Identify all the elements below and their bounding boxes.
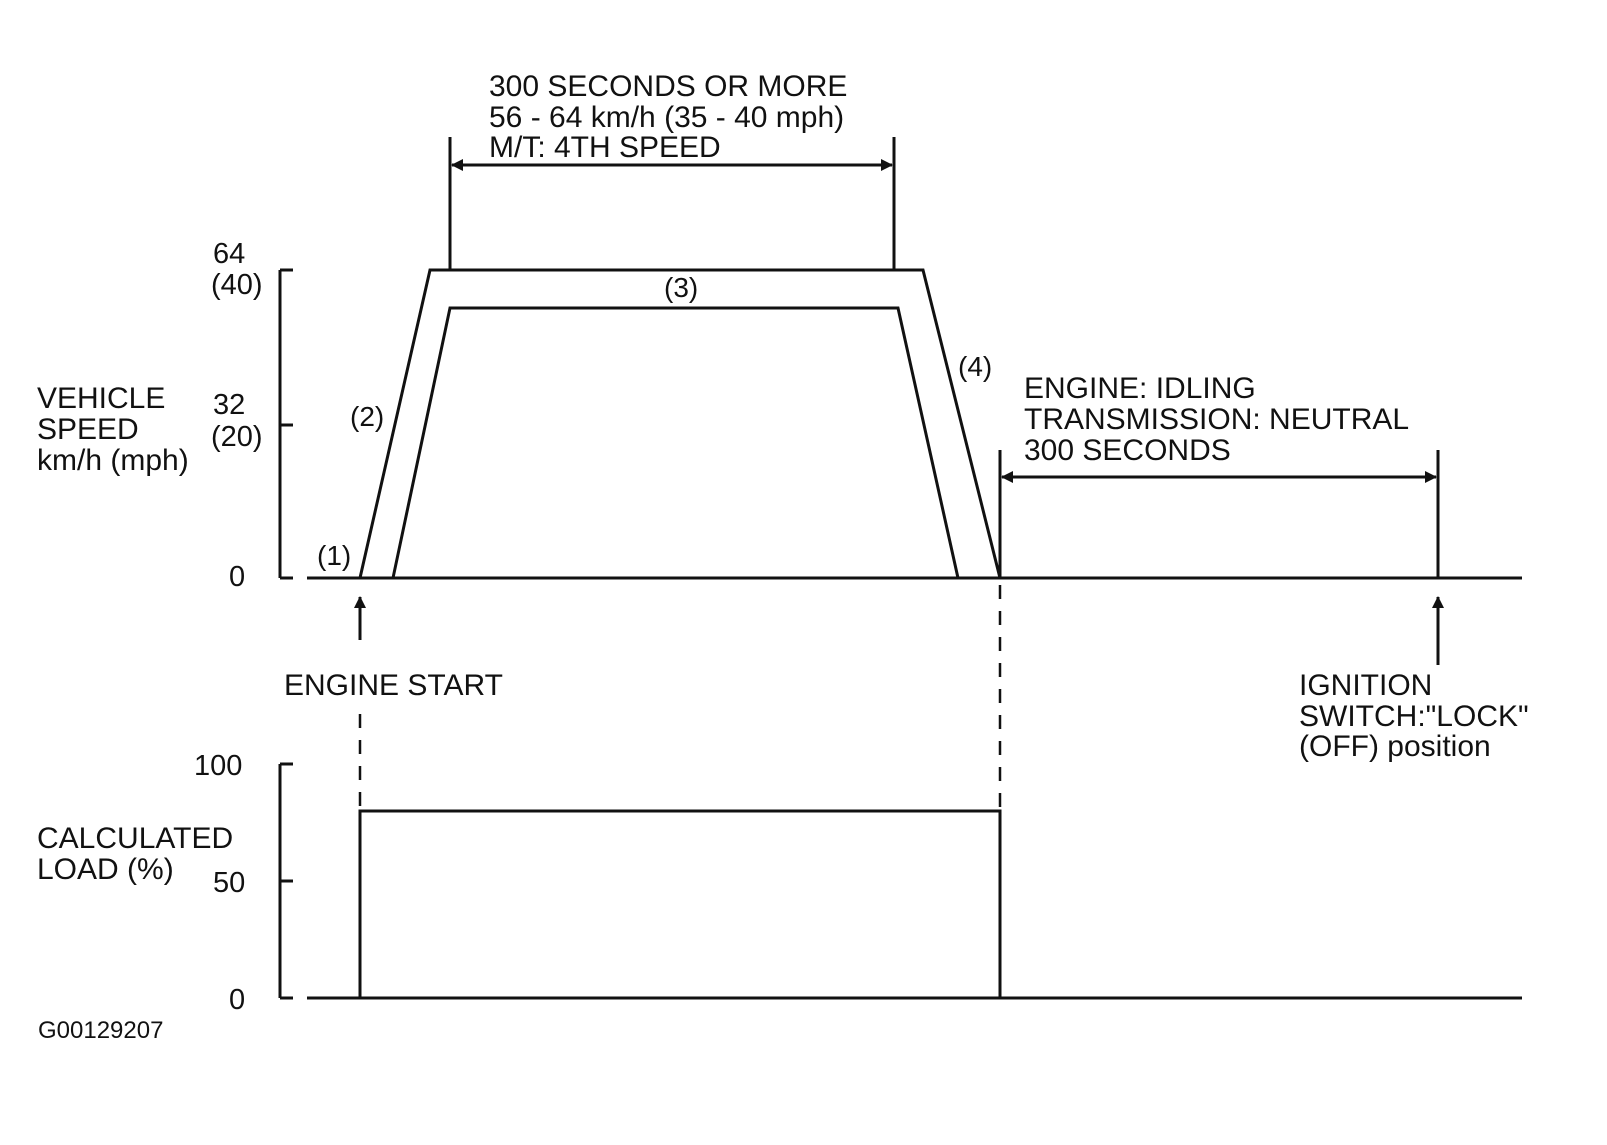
cruise-note-line3: M/T: 4TH SPEED	[489, 131, 721, 164]
segment-label-1: (1)	[317, 540, 351, 571]
cruise-note-line2: 56 - 64 km/h (35 - 40 mph)	[489, 101, 844, 134]
speed-band-upper-limit	[358, 268, 1002, 579]
ignition-label-line1: IGNITION	[1299, 669, 1432, 702]
ignition-label-line2: SWITCH:"LOCK"	[1299, 700, 1529, 733]
figure-id: G00129207	[38, 1017, 163, 1044]
ignition-label-line3: (OFF) position	[1299, 730, 1491, 763]
idle-note-line2: TRANSMISSION: NEUTRAL	[1024, 403, 1409, 436]
speed-band-lower-limit	[391, 306, 960, 579]
tick-32-kmh: 32	[213, 389, 245, 421]
tick-64-kmh: 64	[213, 238, 245, 270]
tick-100-load: 100	[194, 750, 242, 782]
speed-chart: VEHICLE SPEED km/h (mph) 64 (40) 32 (20)…	[37, 70, 1529, 763]
load-chart: CALCULATED LOAD (%) 100 50 0	[37, 750, 1522, 1016]
speed-axis-label-line1: VEHICLE	[37, 382, 165, 415]
load-axis-label-line2: LOAD (%)	[37, 853, 174, 886]
segment-label-3: (3)	[664, 272, 698, 303]
cruise-note-line1: 300 SECONDS OR MORE	[489, 70, 847, 103]
speed-axis-label-line2: SPEED	[37, 413, 139, 446]
tick-0-speed: 0	[229, 561, 245, 593]
idle-note-line1: ENGINE: IDLING	[1024, 372, 1256, 405]
tick-50-load: 50	[213, 867, 245, 899]
idle-note-line3: 300 SECONDS	[1024, 434, 1231, 467]
tick-0-load: 0	[229, 984, 245, 1016]
tick-40-mph: (40)	[211, 269, 263, 301]
segment-label-2: (2)	[350, 401, 384, 432]
load-axis-label-line1: CALCULATED	[37, 822, 233, 855]
segment-label-4: (4)	[958, 351, 992, 382]
tick-20-mph: (20)	[211, 421, 263, 453]
load-profile-step	[358, 809, 1002, 998]
engine-start-label: ENGINE START	[284, 669, 503, 702]
speed-axis-label-line3: km/h (mph)	[37, 444, 189, 477]
